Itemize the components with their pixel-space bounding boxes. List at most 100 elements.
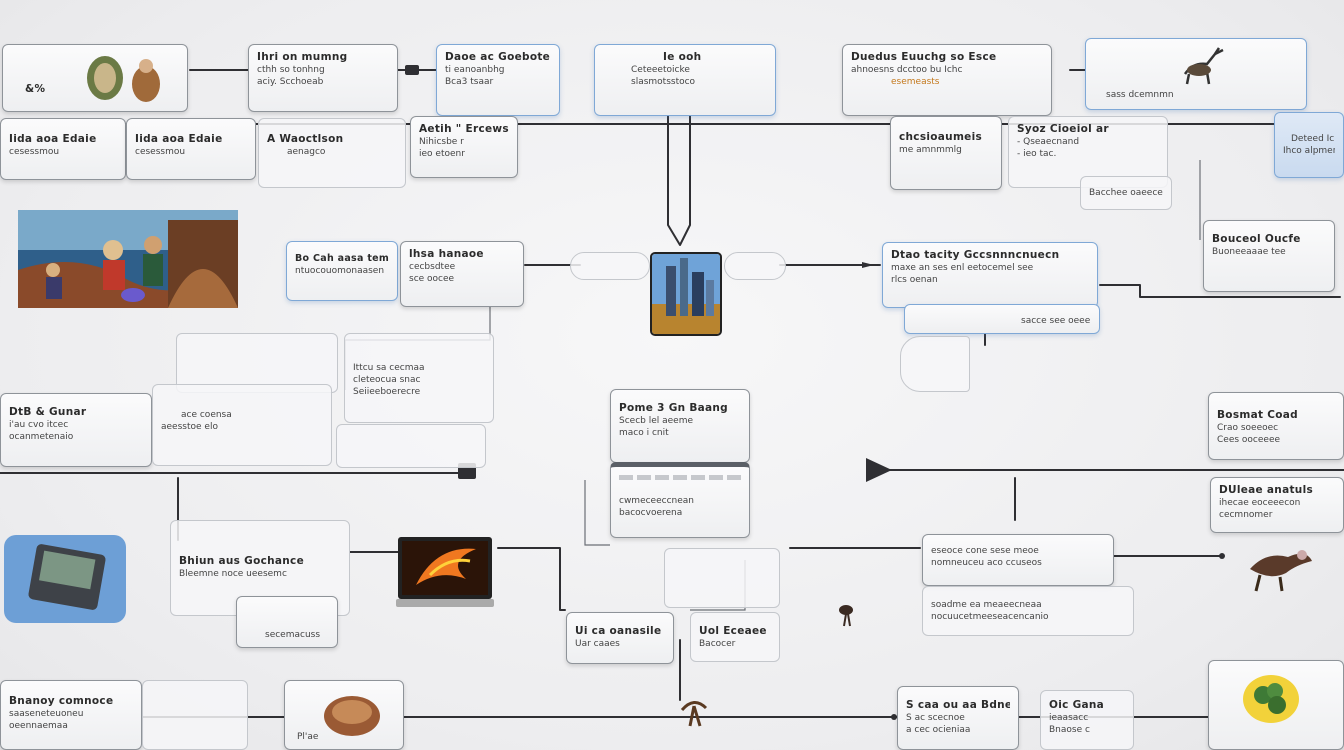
node-title: Bo Cah aasa tem xyxy=(295,253,389,264)
node-card-c17[interactable]: lhsa hanaoe cecbsdtee sce oocee xyxy=(400,241,524,307)
node-card-c11[interactable]: chcsioaumeis me amnmmlg xyxy=(890,116,1002,190)
node-text: cwmeceeccnean xyxy=(619,496,694,506)
laptop-image[interactable] xyxy=(396,535,494,613)
node-card-c15[interactable]: Bouceol Oucfe Buoneeaaae tee xyxy=(1203,220,1335,292)
node-card-c6[interactable]: sass dcemnmn xyxy=(1085,38,1307,110)
connector-right-loop xyxy=(1099,284,1341,298)
connector-soft-2 xyxy=(584,480,610,546)
node-progress-bar xyxy=(619,475,741,480)
node-text: Pl'ae xyxy=(297,732,319,742)
node-title: Iida aoa Edaie xyxy=(9,133,97,145)
node-card-c29[interactable]: eseoce cone sese meoe nomneuceu aco ccus… xyxy=(922,534,1114,586)
node-text: cecbsdtee xyxy=(409,262,456,272)
connector-low-mid xyxy=(497,547,566,611)
node-card-c31[interactable]: Ui ca oanasile Uar caaes xyxy=(566,612,674,664)
node-title: DtB & Gunar xyxy=(9,406,87,418)
node-title: Oic Gana xyxy=(1049,699,1105,711)
node-card-c37[interactable]: Oic Gana ieaasacc Bnaose c xyxy=(1040,690,1134,750)
node-text: Bleemne noce ueesemc xyxy=(179,569,287,579)
node-text: Bca3 tsaar xyxy=(445,77,494,87)
node-text: ieaasacc xyxy=(1049,713,1089,723)
node-card-hook xyxy=(900,336,970,392)
node-title: Bouceol Oucfe xyxy=(1212,233,1301,245)
node-card-c23[interactable]: Pome 3 Gn Baang Scecb lel aeeme maco i c… xyxy=(610,389,750,463)
small-figure-icon xyxy=(676,690,712,730)
handheld-device-image xyxy=(4,535,126,623)
node-text: Buoneeaaae tee xyxy=(1212,247,1286,257)
node-card-c22[interactable]: DtB & Gunar i'au cvo itcec ocanmetenaio xyxy=(0,393,152,467)
city-tablet-image[interactable] xyxy=(650,252,722,336)
arrowhead-right xyxy=(866,458,892,482)
node-title: Bhiun aus Gochance xyxy=(179,555,304,567)
node-text: - ieo tac. xyxy=(1017,149,1057,159)
node-card-c26[interactable]: DUleae anatuls ihecae eoceeecon cecmnome… xyxy=(1210,477,1344,533)
node-card-c9[interactable]: A Waoctlson aenagco xyxy=(258,118,406,188)
node-text: ihecae eoceeecon xyxy=(1219,498,1301,508)
node-title: Ui ca oanasile xyxy=(575,625,662,637)
node-text: ieo etoenr xyxy=(419,149,465,159)
node-card-c13[interactable]: Bacchee oaeecee xyxy=(1080,176,1172,210)
node-title: Ie ooh xyxy=(663,51,702,63)
node-card-c16[interactable]: Bo Cah aasa tem ntuocouomonaasen xyxy=(286,241,398,301)
node-text: nocuucetmeeseacencanio xyxy=(931,612,1049,622)
node-card-c34[interactable]: Bnanoy comnoce saaseneteuoneu oeennaemaa xyxy=(0,680,142,750)
node-text: maco i cnit xyxy=(619,428,669,438)
node-card-ghost-right xyxy=(724,252,786,280)
node-text: Uar caaes xyxy=(575,639,620,649)
node-text: Scecb lel aeeme xyxy=(619,416,694,426)
node-card-c5[interactable]: Duedus Euuchg so Esce ahnoesns dcctoo bu… xyxy=(842,44,1052,116)
node-text: oeennaemaa xyxy=(9,721,68,731)
node-text: Ceteeetoicke xyxy=(631,65,690,75)
node-title: &% xyxy=(25,83,46,95)
node-card-c33[interactable]: soadme ea meaeecneaa nocuucetmeeseacenca… xyxy=(922,586,1134,636)
node-text: nomneuceu aco ccuseos xyxy=(931,558,1042,568)
node-text: a cec ocieniaa xyxy=(906,725,971,735)
node-card-c36[interactable]: S caa ou aa Bdne S ac scecnoe a cec ocie… xyxy=(897,686,1019,750)
node-card-c8[interactable]: Iida aoa Edaie cesessmou xyxy=(0,118,126,180)
node-card-c21[interactable]: ace coensa aeesstoe elo xyxy=(152,384,332,466)
node-text: Cees ooceeee xyxy=(1217,435,1281,445)
node-text: rlcs oenan xyxy=(891,275,938,285)
small-bird-icon xyxy=(836,598,858,628)
node-title: Dtao tacity Gccsnnncnuecn xyxy=(891,249,1060,261)
node-text: S ac scecnoe xyxy=(906,713,965,723)
node-card-c7[interactable]: Deteed Ic mn Ihco alpmen xyxy=(1274,112,1344,178)
node-card-c20[interactable]: Ittcu sa cecmaa cleteocua snac Seiieeboe… xyxy=(344,333,494,423)
node-card-c10[interactable]: Aetih " Ercewsoo Nihicsbe r ieo etoenr xyxy=(410,116,518,178)
node-title: Duedus Euuchg so Esce xyxy=(851,51,997,63)
node-text: ntuocouomonaasen xyxy=(295,266,385,276)
node-card-c8b[interactable]: Iida aoa Edaie cesessmou xyxy=(126,118,256,180)
node-text: Seiieeboerecre xyxy=(353,387,421,397)
figurine-image xyxy=(80,50,170,106)
node-text: ocanmetenaio xyxy=(9,432,74,442)
node-text: Nihicsbe r xyxy=(419,137,464,147)
node-text: ace coensa xyxy=(181,410,232,420)
node-title: Bnanoy comnoce xyxy=(9,695,114,707)
node-card-c18[interactable]: Dtao tacity Gccsnnncnuecn maxe an ses en… xyxy=(882,242,1098,308)
connector-dot-1 xyxy=(1219,553,1225,559)
node-card-c25[interactable]: Bosmat Coad Crao soeeoec Cees ooceeee xyxy=(1208,392,1344,460)
connector-dot-2 xyxy=(891,714,897,720)
node-card-c32[interactable]: Uol Eceaee Bacocer xyxy=(690,612,780,662)
node-text: cesessmou xyxy=(135,147,186,157)
node-text: ahnoesns dcctoo bu Ichc xyxy=(851,65,963,75)
node-card-bottom-right[interactable] xyxy=(1208,660,1344,750)
node-text: sce oocee xyxy=(409,274,455,284)
node-card-c28[interactable]: secemacuss xyxy=(236,596,338,648)
node-text: cesessmou xyxy=(9,147,60,157)
node-title: S caa ou aa Bdne xyxy=(906,699,1010,711)
node-text: sacce see oeee xyxy=(1021,316,1091,326)
node-text: i'au cvo itcec xyxy=(9,420,69,430)
node-card-ghost-d xyxy=(142,680,248,750)
node-card-c19[interactable]: sacce see oeee xyxy=(904,304,1100,334)
node-text: Bacocer xyxy=(699,639,736,649)
node-text: slasmotsstoco xyxy=(631,77,696,87)
node-card-ghost-c xyxy=(664,548,780,608)
node-text: sass dcemnmn xyxy=(1106,90,1174,100)
node-title: A Waoctlson xyxy=(267,133,344,145)
node-card-c3[interactable]: Daoe ac Goeboter ti eanoanbhg Bca3 tsaar xyxy=(436,44,560,116)
node-card-c4[interactable]: Ie ooh Ceteeetoicke slasmotsstoco xyxy=(594,44,776,116)
node-card-c24[interactable]: cwmeceeccnean bacocvoerena xyxy=(610,462,750,538)
node-card-ghost-mid xyxy=(570,252,650,280)
node-card-c2[interactable]: Ihri on mumng cthh so tonhng aciy. Sccho… xyxy=(248,44,398,112)
